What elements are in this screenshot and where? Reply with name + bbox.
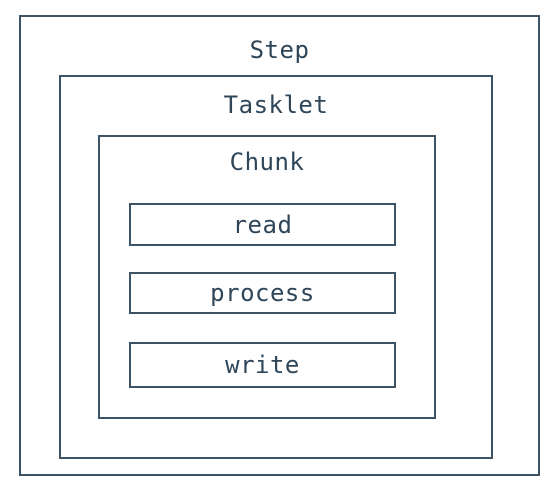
read-box: read: [129, 203, 396, 246]
process-label: process: [210, 279, 315, 307]
write-box: write: [129, 342, 396, 388]
read-label: read: [232, 210, 293, 239]
tasklet-label: Tasklet: [223, 91, 329, 119]
step-box: Step: [19, 15, 540, 476]
step-label: Step: [249, 36, 310, 64]
write-label: write: [225, 351, 300, 379]
process-box: process: [129, 272, 396, 314]
chunk-box: Chunk: [98, 135, 436, 419]
chunk-label: Chunk: [229, 148, 305, 176]
tasklet-box: Tasklet: [59, 75, 493, 459]
